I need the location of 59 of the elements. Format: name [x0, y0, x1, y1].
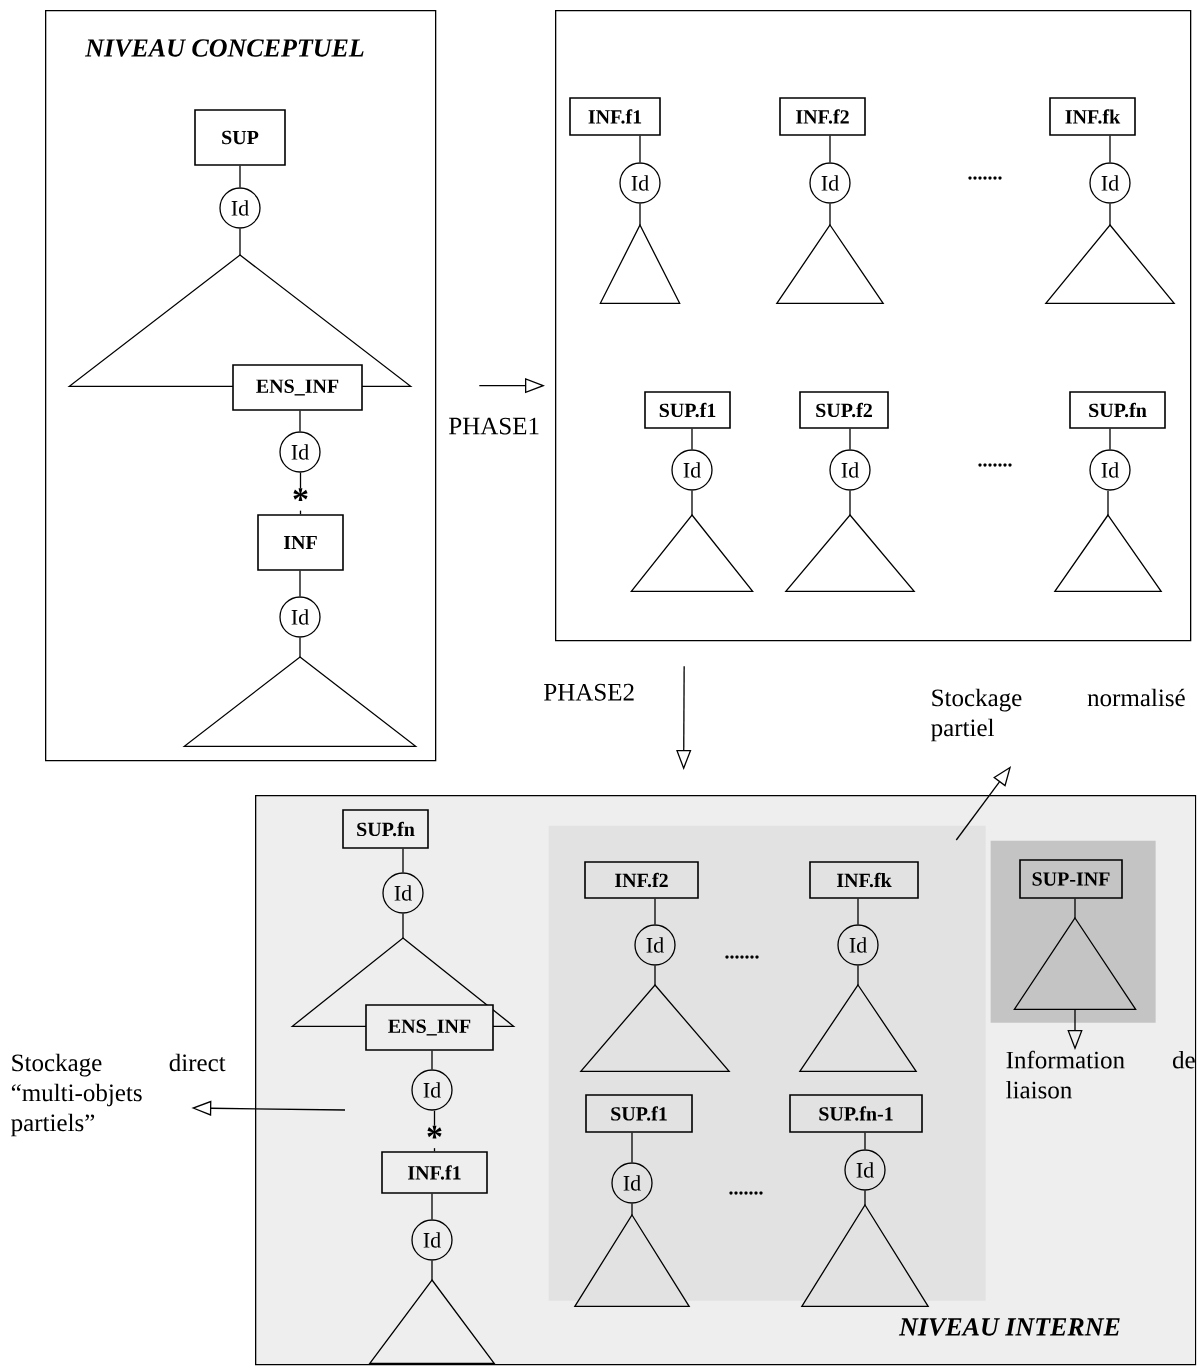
connector-line: [864, 1132, 866, 1150]
entity-box: SUP-INF: [1019, 859, 1123, 899]
connector-line: [1107, 490, 1109, 516]
ellipsis-dots: .......: [729, 1191, 763, 1195]
entity-box: SUP.fn: [1069, 391, 1166, 429]
connector-line: [654, 898, 656, 925]
connector-line: [691, 428, 693, 450]
connector-line: [299, 570, 301, 597]
entity-box: INF: [257, 514, 344, 571]
connector-line: [1109, 135, 1111, 163]
connector-line: [1109, 203, 1111, 226]
connector-line: [654, 965, 656, 986]
connector-line: [849, 490, 851, 516]
connector-line: [299, 637, 301, 658]
connector-line: [1109, 428, 1111, 450]
annotation-text: Information de liaison: [1006, 1050, 1195, 1099]
connector-line: [631, 1203, 633, 1216]
entity-box: ENS_INF: [232, 364, 363, 411]
entity-box: SUP.fn-1: [789, 1094, 923, 1133]
entity-box: ENS_INF: [365, 1004, 494, 1051]
connector-line: [849, 428, 851, 450]
connector-line: [864, 1190, 866, 1206]
connector-line: [239, 165, 241, 188]
entity-box: INF.f1: [569, 97, 661, 136]
connector-line: [299, 410, 301, 432]
ellipsis-dots: .......: [725, 955, 759, 959]
edge-label: *: [426, 1125, 443, 1149]
entity-box: SUP.fn: [342, 809, 429, 849]
entity-box: SUP.f1: [644, 391, 731, 429]
entity-box: INF.f2: [779, 97, 866, 136]
connector-line: [431, 1050, 433, 1070]
connector-line: [402, 848, 404, 873]
ellipsis-dots: .......: [978, 463, 1012, 467]
connector-line: [857, 898, 859, 925]
connector-line: [239, 228, 241, 256]
annotation-text: Stockage direct “multi-objets partiels”: [11, 1053, 226, 1137]
entity-box: INF.fk: [809, 861, 919, 899]
edge-label: PHASE2: [544, 683, 634, 701]
edge-label: *: [292, 488, 309, 511]
connector-line: [431, 1260, 433, 1281]
entity-box: SUP.f1: [585, 1094, 693, 1133]
connector-line: [829, 135, 831, 163]
annotation-text: Stockage normalisé partiel: [931, 688, 1185, 742]
ellipsis-dots: .......: [968, 176, 1002, 180]
connector-line: [631, 1132, 633, 1163]
connector-line: [639, 135, 641, 163]
entity-box: INF.f2: [584, 861, 699, 899]
connector-line: [639, 203, 641, 226]
edge-label: PHASE1: [449, 417, 539, 435]
entity-box: INF.fk: [1049, 97, 1136, 136]
connector-line: [829, 203, 831, 226]
connector-line: [691, 490, 693, 516]
connector-line: [857, 965, 859, 986]
connector-line: [1074, 898, 1076, 919]
connector-line: [402, 913, 404, 939]
entity-box: INF.f1: [381, 1151, 488, 1194]
connector-line: [431, 1193, 433, 1220]
entity-box: SUP: [194, 109, 286, 166]
entity-box: SUP.f2: [799, 391, 889, 429]
